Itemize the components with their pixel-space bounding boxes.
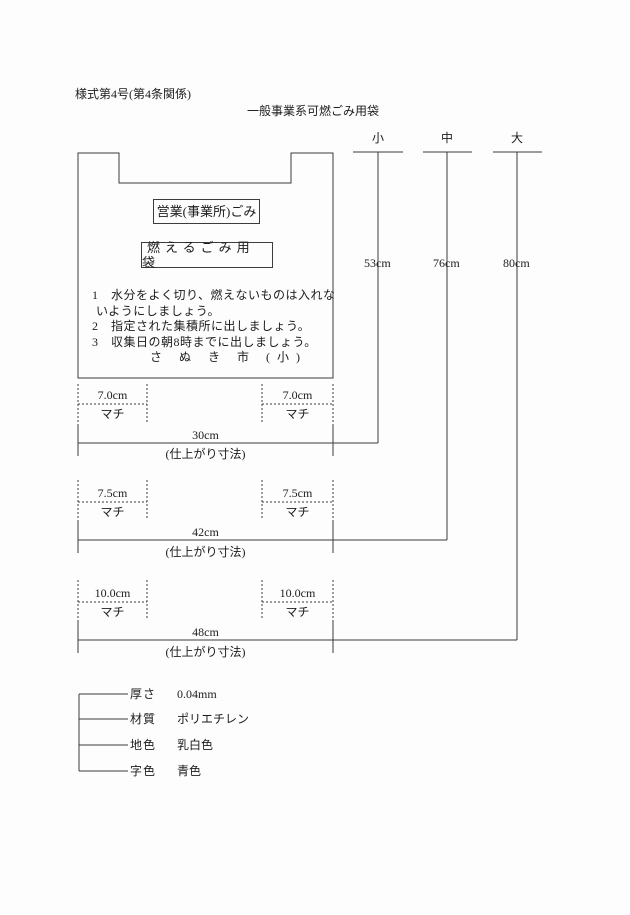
gusset-label-s3-left: マチ	[100, 605, 125, 619]
finished-size-note-s2: (仕上がり寸法)	[165, 545, 246, 559]
size-height-medium: 76cm	[433, 256, 460, 270]
gusset-value-s3-right: 10.0cm	[279, 586, 316, 600]
size-name-medium: 中	[440, 131, 454, 145]
gusset-label-s2-right: マチ	[285, 505, 310, 519]
bag-outline	[77, 152, 334, 379]
gusset-label-s1-left: マチ	[100, 407, 125, 421]
spec-value-thickness: 0.04mm	[177, 687, 217, 701]
gusset-value-s2-left: 7.5cm	[97, 486, 128, 500]
bag-label-burnable: 燃えるごみ用袋	[142, 240, 255, 270]
gusset-label-s3-right: マチ	[285, 605, 310, 619]
gusset-value-s2-right: 7.5cm	[282, 486, 313, 500]
form-number: 様式第4号(第4条関係)	[75, 87, 191, 101]
bag-instructions: 1 水分をよく切り、燃えないものは入れな いようにしましょう。 2 指定された集…	[92, 288, 336, 366]
instruction-line-4: 3 収集日の朝8時までに出しましょう。	[92, 334, 317, 349]
size-name-small: 小	[371, 131, 385, 145]
page-title: 一般事業系可燃ごみ用袋	[247, 104, 380, 118]
spec-label-base-color: 地色	[130, 738, 157, 752]
gusset-value-s1-right: 7.0cm	[282, 388, 313, 402]
finished-size-note-s3: (仕上がり寸法)	[165, 645, 246, 659]
width-value-s2: 42cm	[192, 525, 219, 539]
gusset-label-s1-right: マチ	[285, 407, 310, 421]
gusset-label-s2-left: マチ	[100, 505, 125, 519]
instruction-line-2: いようにしましょう。	[96, 303, 221, 318]
instruction-line-3: 2 指定された集積所に出しましょう。	[92, 319, 311, 333]
spec-label-text-color: 字色	[130, 764, 157, 778]
size-name-large: 大	[510, 131, 524, 145]
finished-size-note-s1: (仕上がり寸法)	[165, 447, 246, 461]
gusset-value-s3-left: 10.0cm	[94, 586, 131, 600]
spec-value-text-color: 青色	[177, 764, 202, 778]
city-label: さ ぬ き 市 (小)	[150, 350, 307, 364]
bag-label-box-burnable: 燃えるごみ用袋	[141, 240, 273, 270]
size-height-large: 80cm	[503, 256, 530, 270]
spec-value-base-color: 乳白色	[177, 738, 214, 752]
bag-label-box-business-waste: 営業(事業所)ごみ	[153, 199, 260, 224]
size-height-small: 53cm	[364, 256, 391, 270]
gusset-value-s1-left: 7.0cm	[97, 388, 128, 402]
spec-label-material: 材質	[130, 712, 157, 726]
spec-label-thickness: 厚さ	[130, 687, 157, 701]
instruction-line-1: 1 水分をよく切り、燃えないものは入れな	[92, 288, 336, 302]
width-value-s3: 48cm	[192, 625, 219, 639]
spec-value-material: ポリエチレン	[177, 712, 250, 726]
bag-label-business-waste: 営業(事業所)ごみ	[156, 204, 257, 219]
width-value-s1: 30cm	[192, 428, 219, 442]
